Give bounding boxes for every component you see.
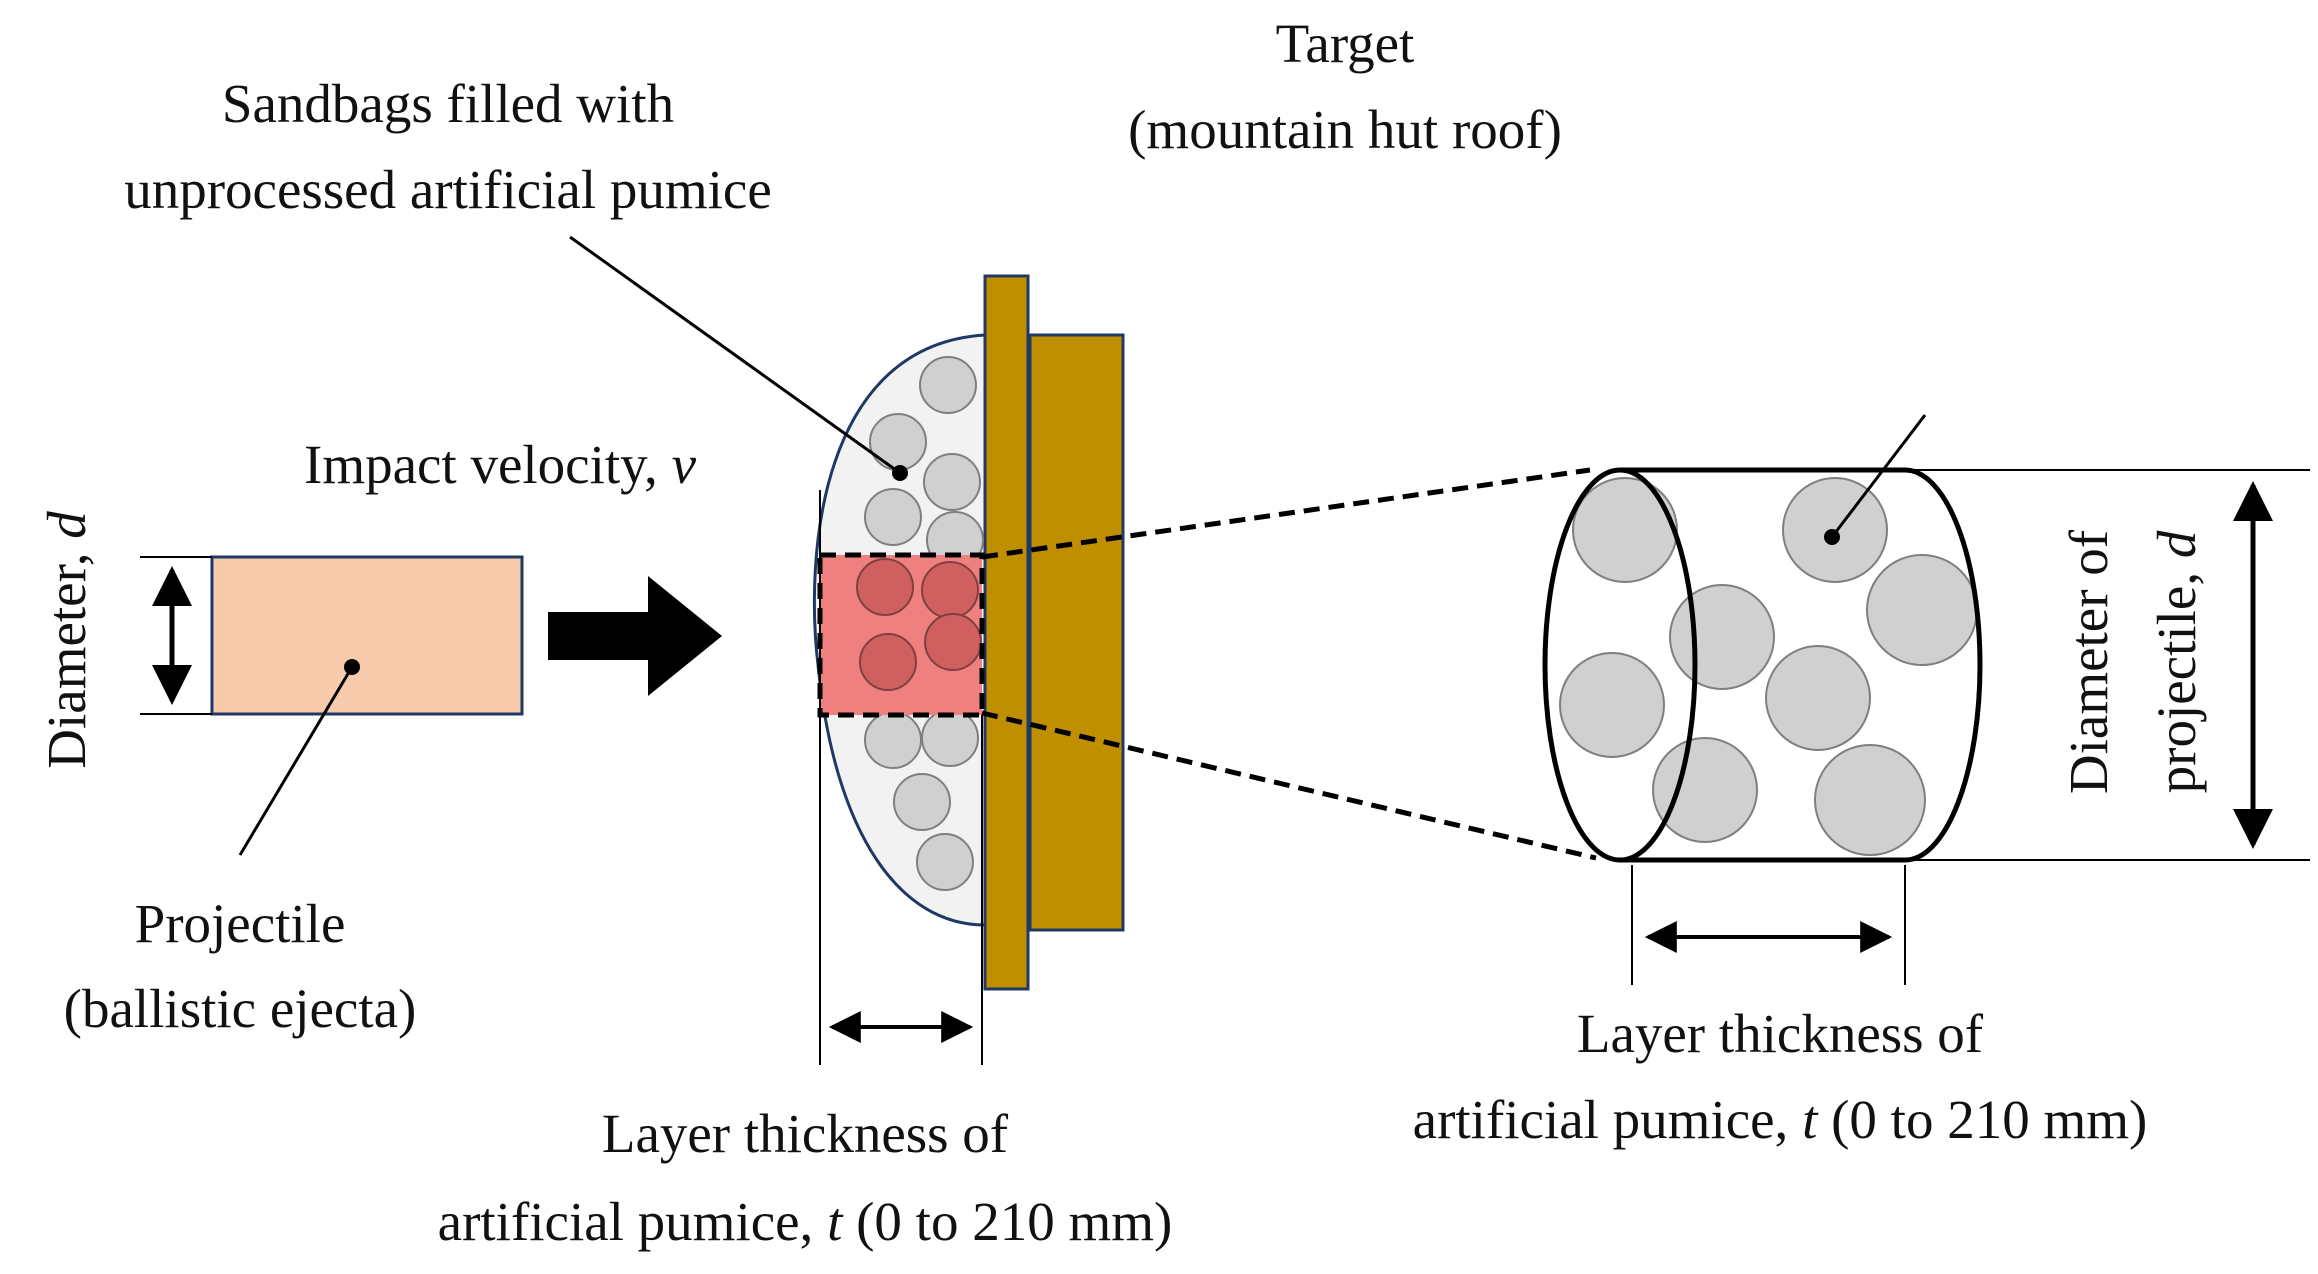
impact-arrow-icon xyxy=(548,576,722,696)
projectile-label-line1: Projectile xyxy=(135,893,346,954)
zoom-line-bottom xyxy=(981,710,1597,861)
pumice-particle-highlighted xyxy=(856,558,914,616)
pumice-particle-highlighted xyxy=(921,561,979,619)
pumice-particle-highlighted xyxy=(924,613,982,671)
diameter-of-projectile-line2: projectile, d xyxy=(2146,530,2207,793)
projectile-leader-line xyxy=(238,666,354,856)
pumice-particle xyxy=(869,413,927,471)
pumice-particle xyxy=(1814,744,1926,856)
layer-thickness-right-line2: artificial pumice, t (0 to 210 mm) xyxy=(1413,1089,2148,1150)
projectile-label-line2: (ballistic ejecta) xyxy=(64,978,417,1039)
layer-thickness-right-line1: Layer thickness of xyxy=(1577,1003,1984,1064)
pumice-particle-highlighted xyxy=(859,633,917,691)
target-label-line1: Target xyxy=(1276,13,1415,74)
cylinder-back-rim xyxy=(1904,467,1983,863)
impact-velocity-label: Impact velocity, v xyxy=(304,434,697,495)
diameter-dimension-right xyxy=(1905,469,2310,861)
pumice-particle xyxy=(1866,554,1978,666)
pumice-particle xyxy=(1669,584,1775,690)
pumice-particle xyxy=(1765,645,1871,751)
layer-thickness-left-line2: artificial pumice, t (0 to 210 mm) xyxy=(438,1191,1173,1252)
pumice-particle xyxy=(921,709,979,767)
sandbags-label-line2: unprocessed artificial pumice xyxy=(124,159,772,220)
projectile-body xyxy=(210,555,524,716)
projectile xyxy=(210,555,524,856)
pumice-particle xyxy=(1572,477,1678,583)
diameter-of-projectile-line1: Diameter of xyxy=(2058,529,2119,794)
sandbag-pumice-group xyxy=(864,356,984,891)
thickness-dimension-right xyxy=(1631,865,1906,985)
diameter-dimension-left xyxy=(140,556,212,715)
pumice-particle xyxy=(1559,652,1665,758)
sandbag-leader-line xyxy=(569,235,901,475)
pumice-particle xyxy=(864,488,922,546)
sandbags-label-line1: Sandbags filled with xyxy=(222,73,674,134)
pumice-particle xyxy=(923,453,981,511)
pumice-particle xyxy=(916,833,974,891)
zoom-lines xyxy=(981,467,1597,861)
pumice-particle xyxy=(1652,737,1758,843)
target-back-plate xyxy=(1028,333,1125,932)
cylinder-front-face xyxy=(1542,467,1698,863)
pumice-particle xyxy=(864,711,922,769)
zoom-line-top xyxy=(981,467,1591,560)
target-roof xyxy=(983,274,1125,991)
cylinder-leader-line xyxy=(1830,414,1927,538)
target-label-line2: (mountain hut roof) xyxy=(1128,99,1562,160)
pumice-particle xyxy=(919,356,977,414)
sandbag xyxy=(569,235,987,927)
target-front-plate xyxy=(983,274,1030,991)
pumice-particle xyxy=(893,773,951,831)
thickness-dimension-left xyxy=(819,490,983,1065)
pumice-cylinder xyxy=(1542,414,1983,863)
layer-thickness-left-line1: Layer thickness of xyxy=(602,1103,1009,1164)
diameter-label: Diameter, d xyxy=(36,511,97,769)
